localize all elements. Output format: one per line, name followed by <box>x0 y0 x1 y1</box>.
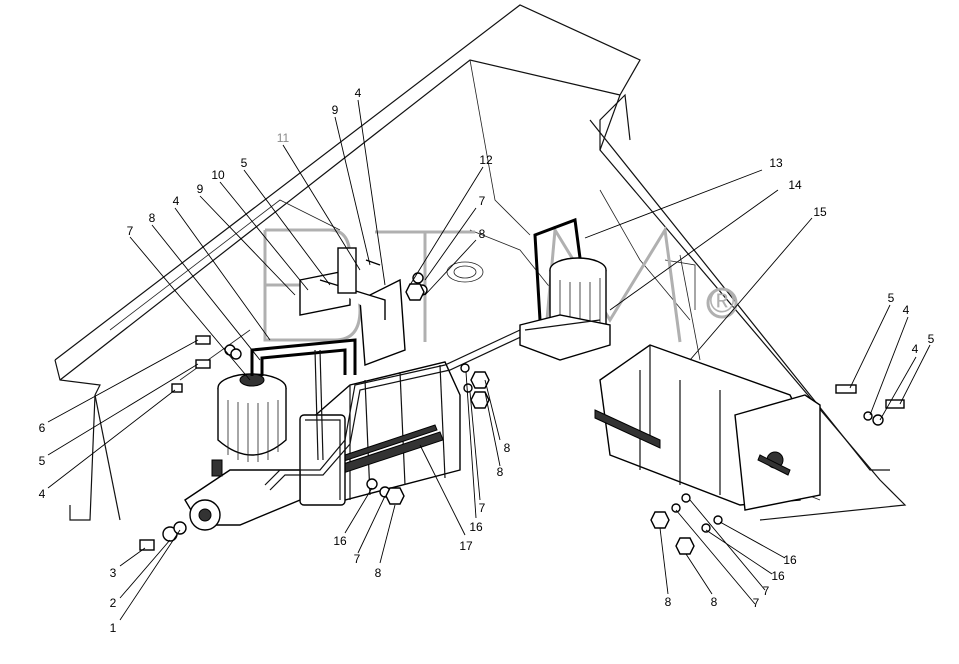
callout-4: 4 <box>903 303 910 317</box>
callout-7: 7 <box>753 596 760 610</box>
callout-16: 16 <box>333 534 347 548</box>
callout-4: 4 <box>912 342 919 356</box>
callout-8: 8 <box>479 227 486 241</box>
callout-17: 17 <box>459 539 473 553</box>
callout-3: 3 <box>110 566 117 580</box>
callout-8: 8 <box>375 566 382 580</box>
callout-8: 8 <box>665 595 672 609</box>
callout-1: 1 <box>110 621 117 635</box>
callout-15: 15 <box>813 205 827 219</box>
callout-4: 4 <box>39 487 46 501</box>
right-filter-unit <box>519 217 611 361</box>
callout-16: 16 <box>469 520 483 534</box>
left-pipes <box>250 269 526 491</box>
callout-11: 11 <box>277 131 290 145</box>
watermark-registered-mark: ® <box>709 282 734 320</box>
callout-4: 4 <box>355 86 362 100</box>
callout-12: 12 <box>479 153 493 167</box>
callout-8: 8 <box>497 465 504 479</box>
callout-13: 13 <box>769 156 783 170</box>
callout-labels: 4 9 11 12 5 10 9 7 4 8 8 7 13 14 15 6 5 … <box>39 86 935 635</box>
callout-7: 7 <box>479 194 486 208</box>
callout-10: 10 <box>211 168 225 182</box>
left-filter-unit <box>184 373 301 531</box>
callout-9: 9 <box>197 182 204 196</box>
frame-outline <box>54 4 907 521</box>
callout-7: 7 <box>354 552 361 566</box>
callout-7: 7 <box>127 224 134 238</box>
callout-16: 16 <box>771 569 785 583</box>
callout-4: 4 <box>173 194 180 208</box>
callout-6: 6 <box>39 421 46 435</box>
callout-7: 7 <box>479 501 486 515</box>
callout-8: 8 <box>504 441 511 455</box>
callout-5: 5 <box>39 454 46 468</box>
callout-5: 5 <box>241 156 248 170</box>
callout-5: 5 <box>928 332 935 346</box>
fasteners <box>139 247 905 555</box>
right-brake-cylinder <box>594 344 821 511</box>
callout-9: 9 <box>332 103 339 117</box>
left-brake-cylinder <box>299 361 461 506</box>
callout-7: 7 <box>763 584 770 598</box>
callout-8: 8 <box>149 211 156 225</box>
leader-lines <box>47 99 931 621</box>
callout-5: 5 <box>888 291 895 305</box>
callout-2: 2 <box>110 596 117 610</box>
callout-16: 16 <box>783 553 797 567</box>
callout-8: 8 <box>711 595 718 609</box>
callout-14: 14 <box>788 178 802 192</box>
